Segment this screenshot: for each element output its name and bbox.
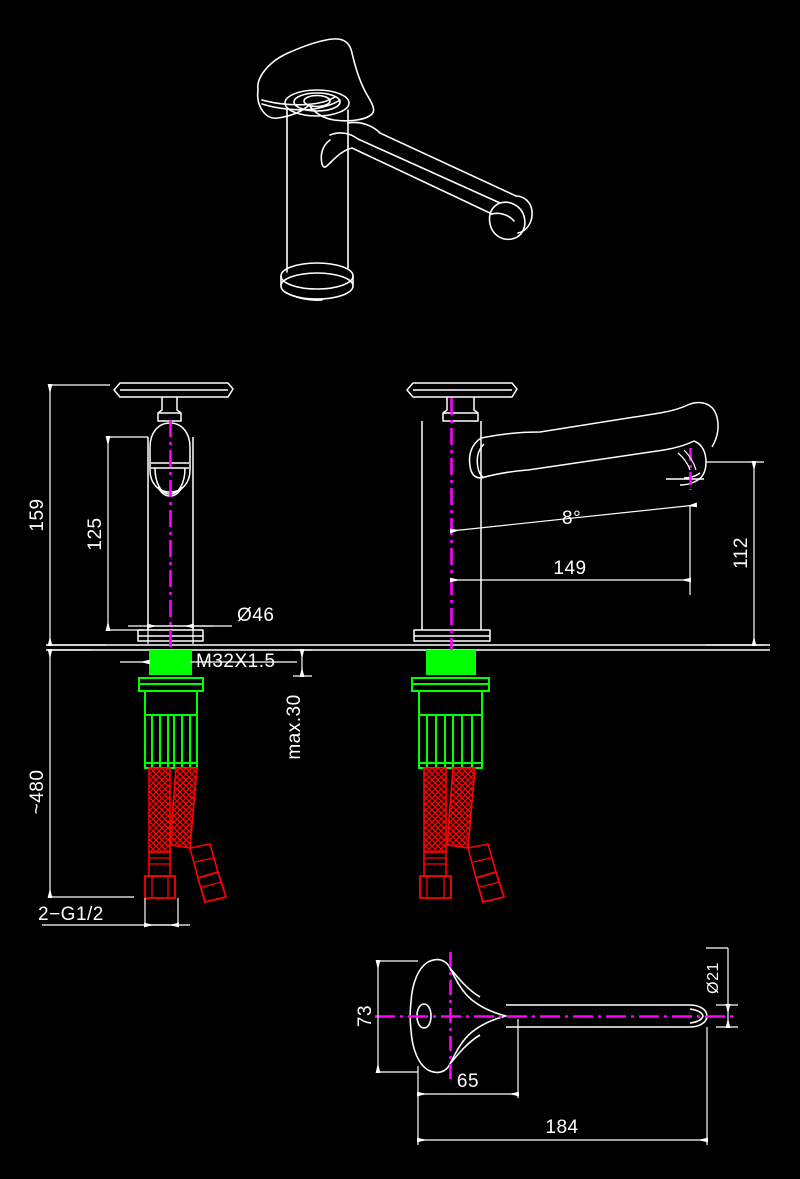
spout-angle-leader — [677, 449, 697, 471]
flex-hose-right — [419, 767, 506, 904]
dim-label-base-diameter: Ø46 — [237, 605, 274, 626]
dim-spout-reach — [450, 505, 691, 595]
dim-label-overall-height: 159 — [27, 498, 48, 531]
mounting-shank-right — [411, 650, 490, 769]
isometric-view — [256, 38, 533, 301]
dim-label-spout-height: 112 — [731, 537, 752, 569]
dim-handle-offset — [417, 1019, 519, 1098]
dim-label-overall-length: 184 — [545, 1117, 578, 1138]
dim-max-thickness — [293, 649, 312, 677]
dim-body-height — [105, 436, 148, 631]
dim-spout-diameter — [706, 947, 738, 1028]
dim-label-spout-angle: 8° — [562, 508, 581, 529]
dim-label-hose-length: ~480 — [27, 770, 48, 815]
dim-hose-length — [47, 649, 134, 898]
dim-base-diameter — [128, 623, 232, 644]
dim-spout-height — [706, 461, 764, 646]
front-elevation-view — [113, 382, 234, 642]
dim-label-max-thickness: max.30 — [284, 694, 305, 759]
dim-label-body-height: 125 — [85, 517, 106, 550]
dim-label-handle-offset: 65 — [457, 1071, 479, 1092]
flex-hose-left — [144, 767, 228, 904]
dim-handle-width — [375, 960, 418, 1073]
mounting-shank-left — [138, 650, 204, 769]
dim-label-thread: M32X1.5 — [196, 651, 276, 672]
dim-overall-height — [47, 384, 110, 646]
dim-label-inlet-thread: 2−G1/2 — [38, 904, 104, 925]
threaded-shank-block-right — [426, 650, 476, 675]
dim-label-handle-width: 73 — [355, 1005, 376, 1027]
dim-label-spout-diameter: Ø21 — [705, 962, 722, 994]
dim-inlet-thread — [42, 898, 190, 928]
countertop-surface-line — [46, 644, 770, 651]
dim-spout-angle — [449, 502, 698, 534]
dim-overall-length — [417, 1027, 708, 1145]
threaded-shank-block-left — [149, 650, 192, 675]
dim-label-spout-reach: 149 — [553, 558, 586, 579]
